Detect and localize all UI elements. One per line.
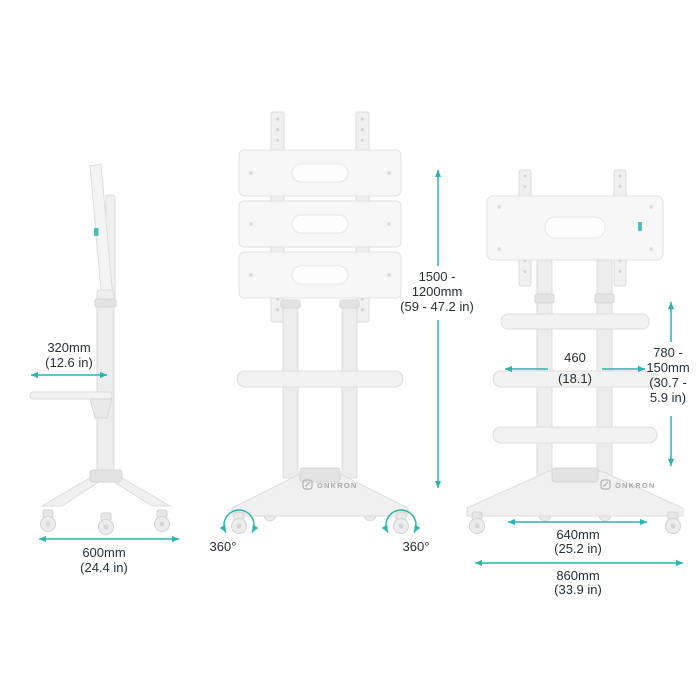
- dim-height-line2: 1200mm: [412, 284, 463, 299]
- shelf-side: [29, 391, 113, 400]
- dim-base-width-outer: 860mm (33.9 in): [475, 559, 683, 597]
- dim-shelf-width-metric: 460: [564, 350, 586, 365]
- caster: [393, 511, 409, 534]
- caster: [98, 512, 114, 535]
- tv-plate-middle: [238, 200, 402, 248]
- side-view: 320mm (12.6 in) 600mm (24.4 in): [29, 163, 179, 575]
- dim-shelf-height-line1: 780 -: [653, 345, 683, 360]
- base-hub: [551, 467, 599, 483]
- dim-height-line1: 1500 -: [419, 269, 456, 284]
- dim-shelf-height-range: 780 - 150mm (30.7 - 5.9 in): [646, 302, 690, 466]
- dim-shelf-depth-metric: 320mm: [47, 340, 90, 355]
- caster-rotation-left: 360°: [210, 509, 259, 554]
- pole-side: [96, 289, 115, 483]
- column-collar-right: [339, 299, 360, 309]
- shelf-bracket-side: [89, 398, 113, 419]
- dim-shelf-width: 460 (18.1): [505, 350, 645, 386]
- dim-shelf-height-line3: (30.7 -: [649, 375, 687, 390]
- dim-base-width-inner: 640mm (25.2 in): [508, 518, 647, 556]
- shelf-top: [500, 313, 650, 330]
- rotation-label-left: 360°: [210, 539, 237, 554]
- caster-rotation-right: 360°: [381, 509, 430, 554]
- brand-accent-dot: [638, 222, 642, 231]
- av-shelf: [236, 370, 404, 388]
- dim-base-depth-imperial: (24.4 in): [80, 560, 128, 575]
- base-hub-side: [89, 469, 123, 483]
- onkron-logo-text: ONKRON: [615, 481, 656, 490]
- brand-accent-dot-side: [94, 228, 99, 236]
- dim-shelf-height-line2: 150mm: [646, 360, 689, 375]
- column-right: [341, 299, 358, 479]
- onkron-logo-icon: [302, 479, 313, 490]
- tv-plate: [486, 195, 664, 261]
- caster: [665, 511, 681, 534]
- dim-base-outer-imperial: (33.9 in): [554, 582, 602, 597]
- column-collar-right: [594, 293, 615, 304]
- caster: [469, 511, 485, 534]
- base-hub-front: [299, 467, 341, 483]
- dim-shelf-depth-imperial: (12.6 in): [45, 355, 93, 370]
- caster: [40, 509, 56, 532]
- base-front: [466, 470, 684, 517]
- front-view: ONKRON 1500 - 1200mm (59 - 47.2 in) 360°…: [210, 111, 474, 554]
- dim-shelf-height-line4: 5.9 in): [650, 390, 686, 405]
- rotation-label-right: 360°: [403, 539, 430, 554]
- tv-plate-top: [238, 149, 402, 197]
- dim-base-inner-metric: 640mm: [556, 527, 599, 542]
- dim-height-line3: (59 - 47.2 in): [400, 299, 474, 314]
- onkron-logo-text: ONKRON: [317, 481, 358, 490]
- dim-base-depth: 600mm (24.4 in): [39, 535, 179, 575]
- rotation-arc-right: [381, 509, 421, 533]
- caster: [231, 511, 247, 534]
- dim-height-range: 1500 - 1200mm (59 - 47.2 in): [400, 170, 474, 488]
- brand-logo-front: ONKRON: [302, 479, 358, 490]
- shelf-view: ONKRON 460 (18.1) 780 - 150mm (30.7 - 5.…: [466, 169, 690, 597]
- dim-base-depth-metric: 600mm: [82, 545, 125, 560]
- dim-base-inner-imperial: (25.2 in): [554, 541, 602, 556]
- dim-shelf-width-imperial: (18.1): [558, 371, 592, 386]
- onkron-logo-icon: [600, 479, 611, 490]
- column-left: [282, 299, 299, 479]
- column-collar-left: [280, 299, 301, 309]
- dim-base-outer-metric: 860mm: [556, 568, 599, 583]
- brand-logo-shelf-view: ONKRON: [600, 479, 656, 490]
- dim-shelf-depth: 320mm (12.6 in): [31, 340, 107, 379]
- column-collar-left: [534, 293, 555, 304]
- caster: [154, 509, 170, 532]
- shelf-middle: [492, 370, 658, 388]
- shelf-bottom: [492, 426, 658, 444]
- pole-collar-side: [94, 298, 117, 308]
- rotation-arc-left: [219, 509, 259, 533]
- tv-plate-bottom: [238, 251, 402, 299]
